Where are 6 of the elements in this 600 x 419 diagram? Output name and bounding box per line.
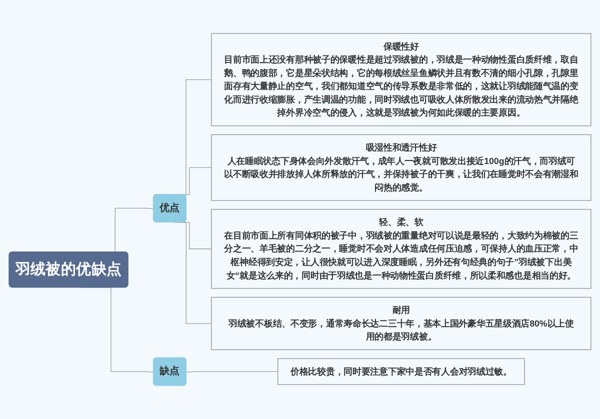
node-box: 吸湿性和透汗性好 人在睡眠状态下身体会向外发散汗气，成年人一夜就可散发出接近100g的汗气，而羽绒可以不断吸收并排放掉人体所释放的汗气，并保持被子的干爽，让我们在睡觉时不会有潮湿和闷热的感觉。	[211, 134, 592, 201]
node-box: 耐用 羽绒被不板结、不变形，通常寿命长达二三十年，基本上国外豪华五星级酒店80%以上使用的都是羽绒被。	[211, 296, 592, 350]
node-box: 保暖性好 目前市面上还没有那种被子的保暖性是超过羽绒被的，羽绒是一种动物性蛋白质纤维，取自鹅、鸭的腹部，它是星朵状结构，它的每根绒丝呈鱼鳞状并且有数不清的细小孔隙，孔隙里面存有大量静止的空气，我们都知道空气的传导系数是非常低的，这就让羽绒能随气温的变化而进行收缩膨胀，产生调温的功能，同时羽绒也可吸收人体所散发出来的流动热气并隔绝掉外界冷空气的侵入，这就是羽绒被为何如此保暖的主要原因。	[211, 33, 592, 126]
connector	[186, 371, 278, 372]
node-box: 轻、柔、软 在目前市面上所有同体积的被子中，羽绒被的重量绝对可以说是最轻的，大致约为棉被的三分之一、羊毛被的二分之一，睡觉时不会对人体造成任何压迫感，可保持人的血压正常，中枢神经得到安定，让人很快就可以进入深度睡眠，另外还有句经典的句子”羽绒被下出美女“就是这么来的，同时由于羽绒也是一种动物性蛋白质纤维，所以柔和感也是相当的好。	[211, 209, 592, 289]
node-box: 价格比较贵，同时要注意下家中是否有人会对羽绒过敏。	[278, 358, 525, 385]
